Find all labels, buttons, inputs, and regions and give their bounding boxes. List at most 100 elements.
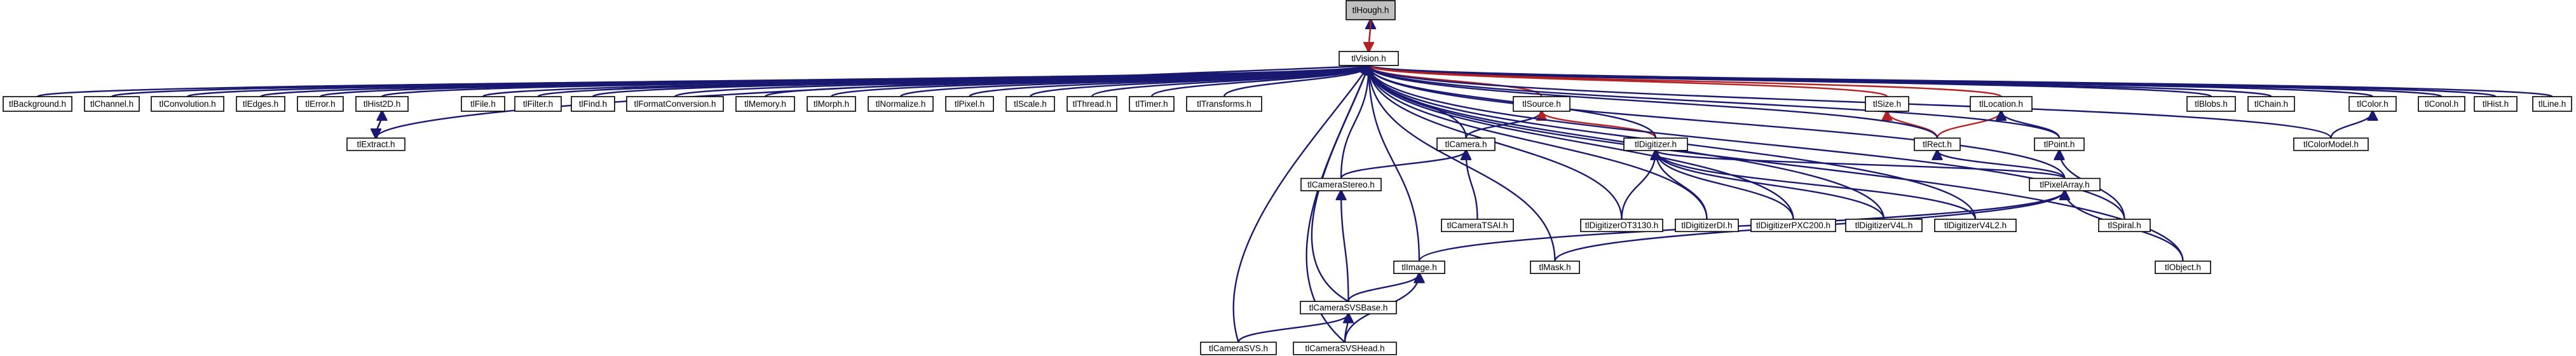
node-box [2029, 177, 2101, 191]
edge-point-to-location [2001, 111, 2061, 139]
node-box [2098, 219, 2151, 233]
node-vision[interactable]: tlVision.h [1339, 51, 1399, 66]
node-filter[interactable]: tlFilter.h [514, 96, 562, 112]
node-normalize[interactable]: tlNormalize.h [868, 96, 934, 112]
node-digot3130[interactable]: tlDigitizerOT3130.h [1580, 219, 1663, 233]
node-label: tlScale.h [1014, 99, 1047, 109]
node-scale[interactable]: tlScale.h [1005, 96, 1055, 112]
node-blobs[interactable]: tlBlobs.h [2186, 96, 2236, 112]
node-size[interactable]: tlSize.h [1865, 96, 1909, 112]
edge-digot3130-to-digitizer [1621, 151, 1656, 219]
node-box [2155, 260, 2211, 274]
node-box [514, 96, 562, 112]
node-formatconv[interactable]: tlFormatConversion.h [626, 96, 724, 112]
node-memory[interactable]: tlMemory.h [735, 96, 795, 112]
node-camerastereo[interactable]: tlCameraStereo.h [1300, 177, 1382, 191]
edge-timer-to-vision [1150, 65, 1369, 97]
node-label: tlHough.h [1353, 6, 1389, 15]
node-pixel[interactable]: tlPixel.h [945, 96, 994, 112]
node-label: tlSpiral.h [2108, 221, 2141, 230]
node-edges[interactable]: tlEdges.h [236, 96, 285, 112]
node-box [1300, 177, 1382, 191]
node-label: tlColorModel.h [2303, 139, 2359, 149]
node-pixelarray[interactable]: tlPixelArray.h [2029, 177, 2101, 191]
node-digdi[interactable]: tlDigitizerDI.h [1675, 219, 1739, 233]
node-digitizer[interactable]: tlDigitizer.h [1623, 137, 1688, 151]
node-transforms[interactable]: tlTransforms.h [1186, 96, 1262, 112]
node-cameratsai[interactable]: tlCameraTSAI.h [1441, 219, 1514, 233]
node-location[interactable]: tlLocation.h [1970, 96, 2033, 112]
node-point[interactable]: tlPoint.h [2034, 137, 2085, 151]
node-convolution[interactable]: tlConvolution.h [151, 96, 224, 112]
node-layer: tlHough.h tlVision.h tlBackground.h tlChann… [3, 0, 2572, 355]
node-box [297, 96, 344, 112]
node-label: tlFind.h [579, 99, 607, 109]
node-label: tlColor.h [2357, 99, 2389, 109]
node-color[interactable]: tlColor.h [2348, 96, 2397, 112]
edge-image-to-vision [1369, 65, 1421, 261]
edge-pixelarray-to-rect [1937, 151, 2066, 179]
node-box [2034, 137, 2085, 151]
node-digpxc[interactable]: tlDigitizerPXC200.h [1750, 219, 1836, 233]
node-error[interactable]: tlError.h [297, 96, 344, 112]
node-thread[interactable]: tlThread.h [1067, 96, 1117, 112]
node-label: tlEdges.h [243, 99, 278, 109]
node-digv4l[interactable]: tlDigitizerV4L.h [1845, 219, 1923, 233]
node-label: tlDigitizer.h [1635, 139, 1677, 149]
node-box [1005, 96, 1055, 112]
node-extract[interactable]: tlExtract.h [346, 137, 405, 151]
node-label: tlBlobs.h [2195, 99, 2228, 109]
node-hough[interactable]: tlHough.h [1346, 0, 1396, 20]
node-mask[interactable]: tlMask.h [1530, 260, 1580, 274]
node-svsbase[interactable]: tlCameraSVSBase.h [1300, 301, 1397, 315]
node-svshead[interactable]: tlCameraSVSHead.h [1293, 341, 1397, 355]
node-box [1436, 137, 1496, 151]
node-box [1970, 96, 2033, 112]
node-label: tlChannel.h [90, 99, 133, 109]
node-svs[interactable]: tlCameraSVS.h [1200, 341, 1277, 355]
edge-pixelarray-to-vision [1369, 65, 2066, 179]
node-label: tlDigitizerDI.h [1681, 221, 1732, 230]
node-find[interactable]: tlFind.h [571, 96, 615, 112]
node-hist2d[interactable]: tlHist2D.h [355, 96, 409, 112]
node-label: tlCameraSVSBase.h [1309, 303, 1388, 312]
node-label: tlMask.h [1539, 263, 1571, 272]
node-camera[interactable]: tlCamera.h [1436, 137, 1496, 151]
node-label: tlCamera.h [1445, 139, 1487, 149]
node-box [807, 96, 856, 112]
node-label: tlDigitizerOT3130.h [1585, 221, 1659, 230]
node-conol[interactable]: tlConol.h [2418, 96, 2465, 112]
node-box [3, 96, 72, 112]
node-object[interactable]: tlObject.h [2155, 260, 2211, 274]
node-box [1346, 0, 1396, 20]
node-box [1441, 219, 1514, 233]
node-label: tlCameraSVSHead.h [1305, 344, 1384, 353]
node-hist[interactable]: tlHist.h [2474, 96, 2518, 112]
node-digv4l2[interactable]: tlDigitizerV4L2.h [1934, 219, 2017, 233]
node-label: tlConvolution.h [159, 99, 215, 109]
edge-svsbase-to-image [1347, 273, 1420, 302]
node-channel[interactable]: tlChannel.h [84, 96, 140, 112]
node-label: tlRect.h [1923, 139, 1952, 149]
edge-image-to-pixelarray [1418, 191, 2065, 262]
edge-line-to-vision [1369, 65, 2553, 98]
node-label: tlCameraStereo.h [1307, 180, 1375, 189]
node-chain[interactable]: tlChain.h [2247, 96, 2295, 112]
node-box [1339, 51, 1399, 66]
node-box [1300, 301, 1397, 315]
node-file[interactable]: tlFile.h [461, 96, 505, 112]
node-timer[interactable]: tlTimer.h [1129, 96, 1175, 112]
node-background[interactable]: tlBackground.h [3, 96, 72, 112]
node-image[interactable]: tlImage.h [1393, 260, 1445, 274]
node-colormodel[interactable]: tlColorModel.h [2293, 137, 2369, 151]
node-spiral[interactable]: tlSpiral.h [2098, 219, 2151, 233]
node-morph[interactable]: tlMorph.h [807, 96, 856, 112]
node-box [461, 96, 505, 112]
node-label: tlDigitizerV4L2.h [1944, 221, 2007, 230]
node-line[interactable]: tlLine.h [2532, 96, 2572, 112]
node-source[interactable]: tlSource.h [1513, 96, 1571, 112]
node-box [1934, 219, 2017, 233]
node-rect[interactable]: tlRect.h [1914, 137, 1961, 151]
edge-digv4l-to-digitizer [1656, 151, 1885, 220]
node-label: tlLocation.h [1979, 99, 2023, 109]
